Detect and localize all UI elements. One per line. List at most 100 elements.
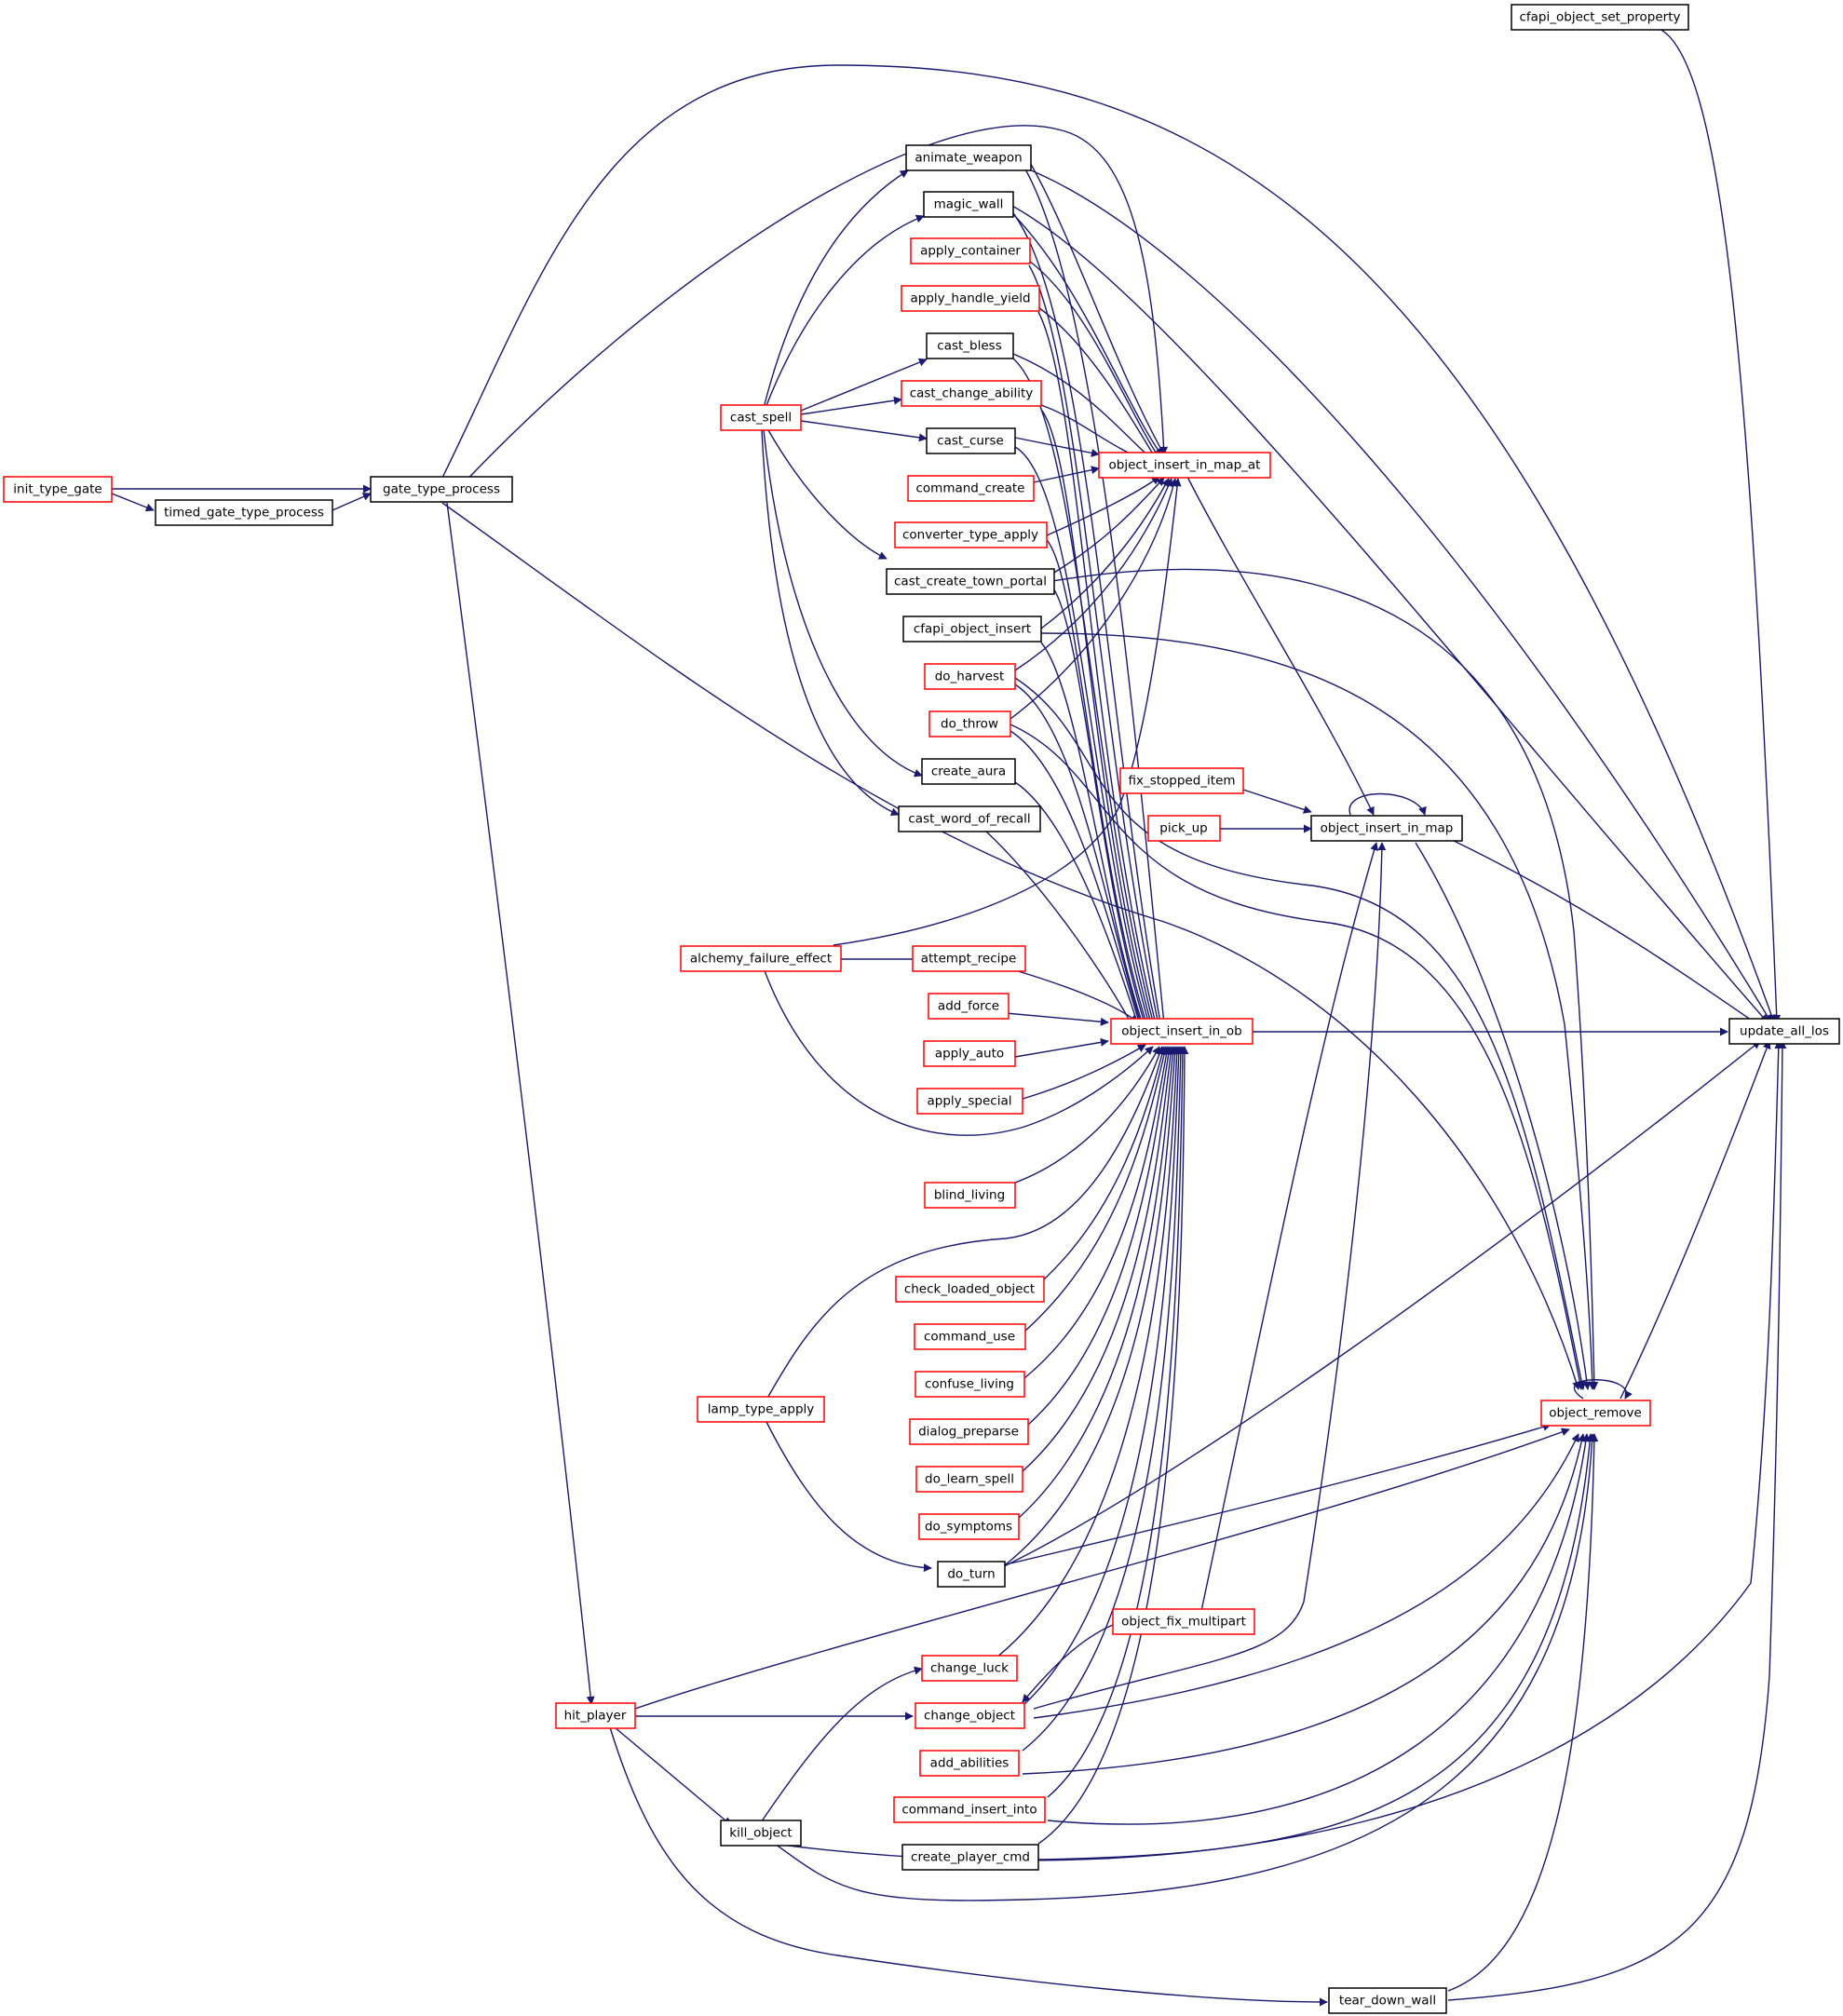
node-add-force[interactable]: add_force <box>928 993 1010 1020</box>
edge-do-turn-to-update-all-los <box>997 1040 1761 1570</box>
node-box <box>3 476 113 503</box>
node-label: apply_container <box>920 244 1021 259</box>
node-label: do_throw <box>941 717 998 732</box>
node-box <box>155 499 333 526</box>
node-do-learn-spell[interactable]: do_learn_spell <box>915 1466 1023 1493</box>
node-pick-up[interactable]: pick_up <box>1147 815 1221 842</box>
node-box <box>1540 1400 1651 1427</box>
edge-animate-weapon-to-map-at <box>1028 160 1165 455</box>
node-gate-type-process[interactable]: gate_type_process <box>370 476 513 503</box>
node-box <box>893 1796 1046 1823</box>
node-create-player-cmd[interactable]: create_player_cmd <box>901 1844 1039 1871</box>
node-box <box>898 805 1041 832</box>
node-blind-living[interactable]: blind_living <box>924 1182 1016 1209</box>
node-box <box>924 663 1016 690</box>
node-add-abilities[interactable]: add_abilities <box>919 1750 1020 1777</box>
node-tear-down-wall[interactable]: tear_down_wall <box>1328 1987 1447 2014</box>
node-cast-word-of-recall[interactable]: cast_word_of_recall <box>898 805 1041 832</box>
edge-cast-spell-to-cast-change-ability <box>800 396 902 415</box>
edge-blind-living-to-in-ob <box>1014 1046 1160 1184</box>
node-cast-bless[interactable]: cast_bless <box>926 332 1014 359</box>
node-update-all-los[interactable]: update_all_los <box>1728 1018 1840 1045</box>
node-label: animate_weapon <box>915 151 1022 166</box>
node-fix-stopped-item[interactable]: fix_stopped_item <box>1119 767 1244 794</box>
node-label: cast_word_of_recall <box>908 812 1030 827</box>
edge-dialog-preparse-to-in-ob <box>1027 1046 1173 1426</box>
edge-command-create-to-map-at <box>1033 466 1100 483</box>
node-box <box>915 1371 1025 1398</box>
node-box <box>914 1323 1026 1350</box>
node-label: attempt_recipe <box>921 952 1017 967</box>
node-command-insert-into[interactable]: command_insert_into <box>893 1796 1046 1823</box>
edge-cast-spell-to-word-of-recall <box>761 429 900 817</box>
edge-apply-handle-yield-to-in-ob <box>1037 311 1163 1044</box>
node-box <box>886 568 1055 595</box>
node-box <box>926 427 1016 454</box>
node-box <box>910 237 1031 264</box>
node-apply-handle-yield[interactable]: apply_handle_yield <box>901 285 1040 312</box>
edge-timed-gate-to-gate-type-process <box>332 493 372 511</box>
node-command-use[interactable]: command_use <box>914 1323 1026 1350</box>
node-box <box>697 1396 825 1423</box>
node-do-harvest[interactable]: do_harvest <box>924 663 1016 690</box>
node-kill-object[interactable]: kill_object <box>720 1820 802 1847</box>
node-check-loaded-object[interactable]: check_loaded_object <box>895 1276 1045 1303</box>
node-cast-spell[interactable]: cast_spell <box>720 404 802 431</box>
node-dialog-preparse[interactable]: dialog_preparse <box>909 1418 1029 1445</box>
node-apply-special[interactable]: apply_special <box>916 1088 1023 1115</box>
edge-town-portal-to-remove <box>1051 568 1599 1390</box>
node-apply-container[interactable]: apply_container <box>910 237 1031 264</box>
node-cast-create-town-portal[interactable]: cast_create_town_portal <box>886 568 1055 595</box>
edge-map-to-remove <box>1415 842 1592 1390</box>
node-converter-type-apply[interactable]: converter_type_apply <box>894 521 1048 548</box>
node-label: create_player_cmd <box>911 1850 1030 1865</box>
edge-change-luck-to-in-ob <box>996 1046 1182 1658</box>
node-attempt-recipe[interactable]: attempt_recipe <box>912 945 1026 972</box>
node-change-object[interactable]: change_object <box>915 1702 1025 1729</box>
edge-alchemy-failure-to-in-ob <box>763 967 1154 1136</box>
node-label: apply_special <box>927 1094 1011 1109</box>
node-box <box>915 1466 1023 1493</box>
node-object-insert-in-map-at[interactable]: object_insert_in_map_at <box>1098 452 1271 479</box>
node-do-turn[interactable]: do_turn <box>937 1561 1006 1588</box>
node-cfapi-object-set-property[interactable]: cfapi_object_set_property <box>1511 4 1689 31</box>
node-hit-player[interactable]: hit_player <box>555 1702 636 1729</box>
edge-cast-curse-to-in-ob <box>1014 446 1157 1044</box>
node-init-type-gate[interactable]: init_type_gate <box>3 476 113 503</box>
node-change-luck[interactable]: change_luck <box>921 1655 1018 1682</box>
node-animate-weapon[interactable]: animate_weapon <box>905 144 1032 171</box>
edge-apply-container-to-map-at <box>1028 260 1160 459</box>
node-timed-gate-type-process[interactable]: timed_gate_type_process <box>155 499 333 526</box>
node-box <box>926 332 1014 359</box>
node-confuse-living[interactable]: confuse_living <box>915 1371 1025 1398</box>
edge-tear-down-wall-to-remove <box>1447 1433 1599 1992</box>
node-cfapi-object-insert[interactable]: cfapi_object_insert <box>902 616 1042 643</box>
node-do-throw[interactable]: do_throw <box>928 710 1011 737</box>
node-do-symptoms[interactable]: do_symptoms <box>918 1513 1020 1540</box>
edge-word-of-recall-to-in-ob <box>984 830 1143 1044</box>
node-object-fix-multipart[interactable]: object_fix_multipart <box>1112 1608 1255 1635</box>
node-object-insert-in-ob[interactable]: object_insert_in_ob <box>1110 1018 1254 1045</box>
node-object-insert-in-map[interactable]: object_insert_in_map <box>1310 815 1463 842</box>
node-apply-auto[interactable]: apply_auto <box>923 1040 1016 1067</box>
node-box <box>370 476 513 503</box>
node-lamp-type-apply[interactable]: lamp_type_apply <box>697 1396 825 1423</box>
node-label: timed_gate_type_process <box>164 506 324 521</box>
node-label: magic_wall <box>934 197 1004 212</box>
node-magic-wall[interactable]: magic_wall <box>923 191 1014 218</box>
node-object-remove[interactable]: object_remove <box>1540 1400 1651 1427</box>
node-create-aura[interactable]: create_aura <box>921 758 1016 785</box>
node-box <box>923 1040 1016 1067</box>
node-label: cast_bless <box>937 339 1001 354</box>
node-label: kill_object <box>729 1826 792 1841</box>
edge-add-abilities-to-in-ob <box>1022 1046 1186 1752</box>
edge-gate-type-process-to-remove <box>441 502 1580 1390</box>
node-cast-curse[interactable]: cast_curse <box>926 427 1016 454</box>
edge-cast-bless-to-map-at <box>1012 353 1156 463</box>
node-cast-change-ability[interactable]: cast_change_ability <box>901 380 1042 407</box>
node-command-create[interactable]: command_create <box>907 475 1035 502</box>
node-label: cast_curse <box>937 434 1004 449</box>
node-alchemy-failure-effect[interactable]: alchemy_failure_effect <box>680 945 842 972</box>
node-label: apply_handle_yield <box>910 291 1030 306</box>
node-label: object_insert_in_map <box>1321 821 1454 836</box>
